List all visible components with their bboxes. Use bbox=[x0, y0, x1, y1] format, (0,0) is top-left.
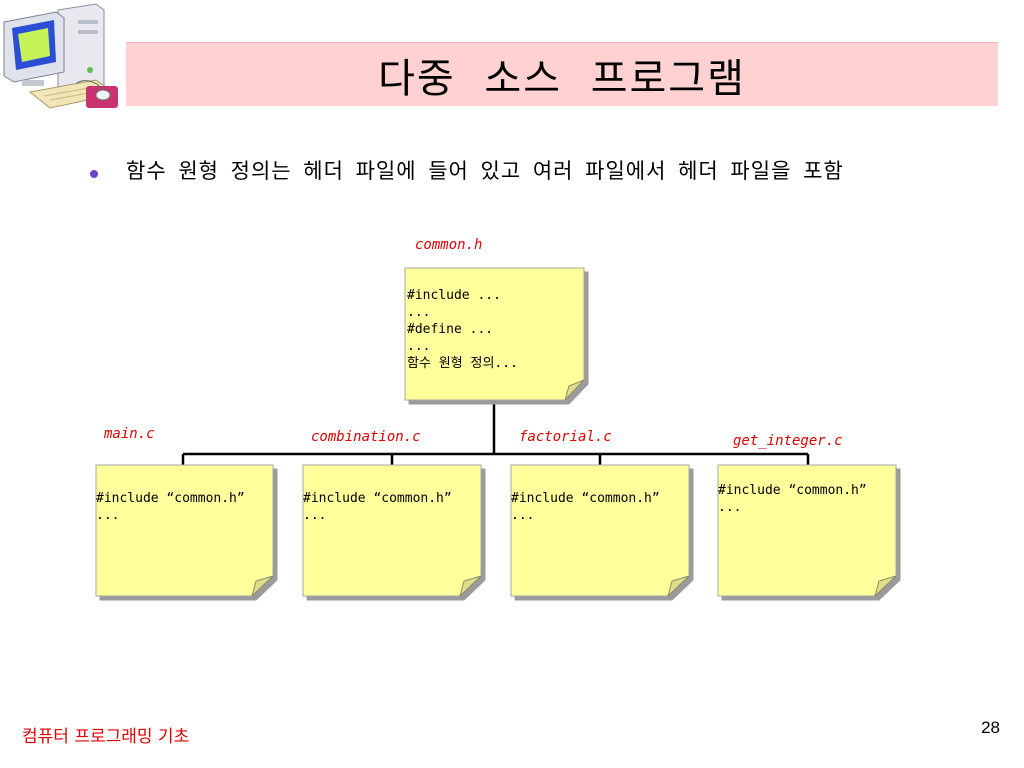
source-file-content: #include “common.h” ... bbox=[96, 490, 245, 524]
header-file-label: common.h bbox=[415, 237, 483, 253]
code-line: ... bbox=[303, 508, 327, 523]
code-line: #include “common.h” bbox=[718, 483, 867, 498]
code-line: ... bbox=[511, 508, 535, 523]
source-file-note bbox=[717, 464, 897, 598]
connector-lines bbox=[181, 402, 810, 465]
code-line: ... bbox=[407, 305, 431, 320]
source-file-note bbox=[510, 464, 690, 598]
source-file-label: factorial.c bbox=[519, 429, 612, 445]
header-file-content: #include ... ... #define ... ... 함수 원형 정… bbox=[407, 287, 518, 372]
bullet-point-icon bbox=[90, 170, 98, 178]
page-number: 28 bbox=[981, 718, 1000, 737]
source-file-label: get_integer.c bbox=[733, 433, 843, 449]
code-line: ... bbox=[407, 339, 431, 354]
code-line: 함수 원형 정의... bbox=[407, 356, 518, 371]
code-line: ... bbox=[718, 500, 742, 515]
code-line: #define ... bbox=[407, 322, 494, 337]
code-line: #include “common.h” bbox=[303, 491, 452, 506]
title-bar: 다중 소스 프로그램 bbox=[126, 42, 998, 106]
source-file-label: combination.c bbox=[311, 429, 421, 445]
header-file-note bbox=[404, 267, 585, 401]
code-line: #include ... bbox=[407, 288, 501, 303]
code-line: ... bbox=[96, 508, 120, 523]
source-file-note bbox=[302, 464, 482, 598]
source-file-content: #include “common.h” ... bbox=[303, 490, 452, 524]
source-file-label: main.c bbox=[104, 426, 155, 442]
footer-course-title: 컴퓨터 프로그래밍 기초 bbox=[22, 727, 190, 747]
computer-clipart-icon bbox=[3, 3, 118, 109]
code-line: #include “common.h” bbox=[511, 491, 660, 506]
source-file-content: #include “common.h” ... bbox=[511, 490, 660, 524]
slide-title: 다중 소스 프로그램 bbox=[378, 55, 746, 102]
bullet-text: 함수 원형 정의는 헤더 파일에 들어 있고 여러 파일에서 헤더 파일을 포함 bbox=[126, 159, 844, 183]
source-file-note bbox=[95, 464, 274, 598]
code-line: #include “common.h” bbox=[96, 491, 245, 506]
source-file-content: #include “common.h” ... bbox=[718, 482, 867, 516]
